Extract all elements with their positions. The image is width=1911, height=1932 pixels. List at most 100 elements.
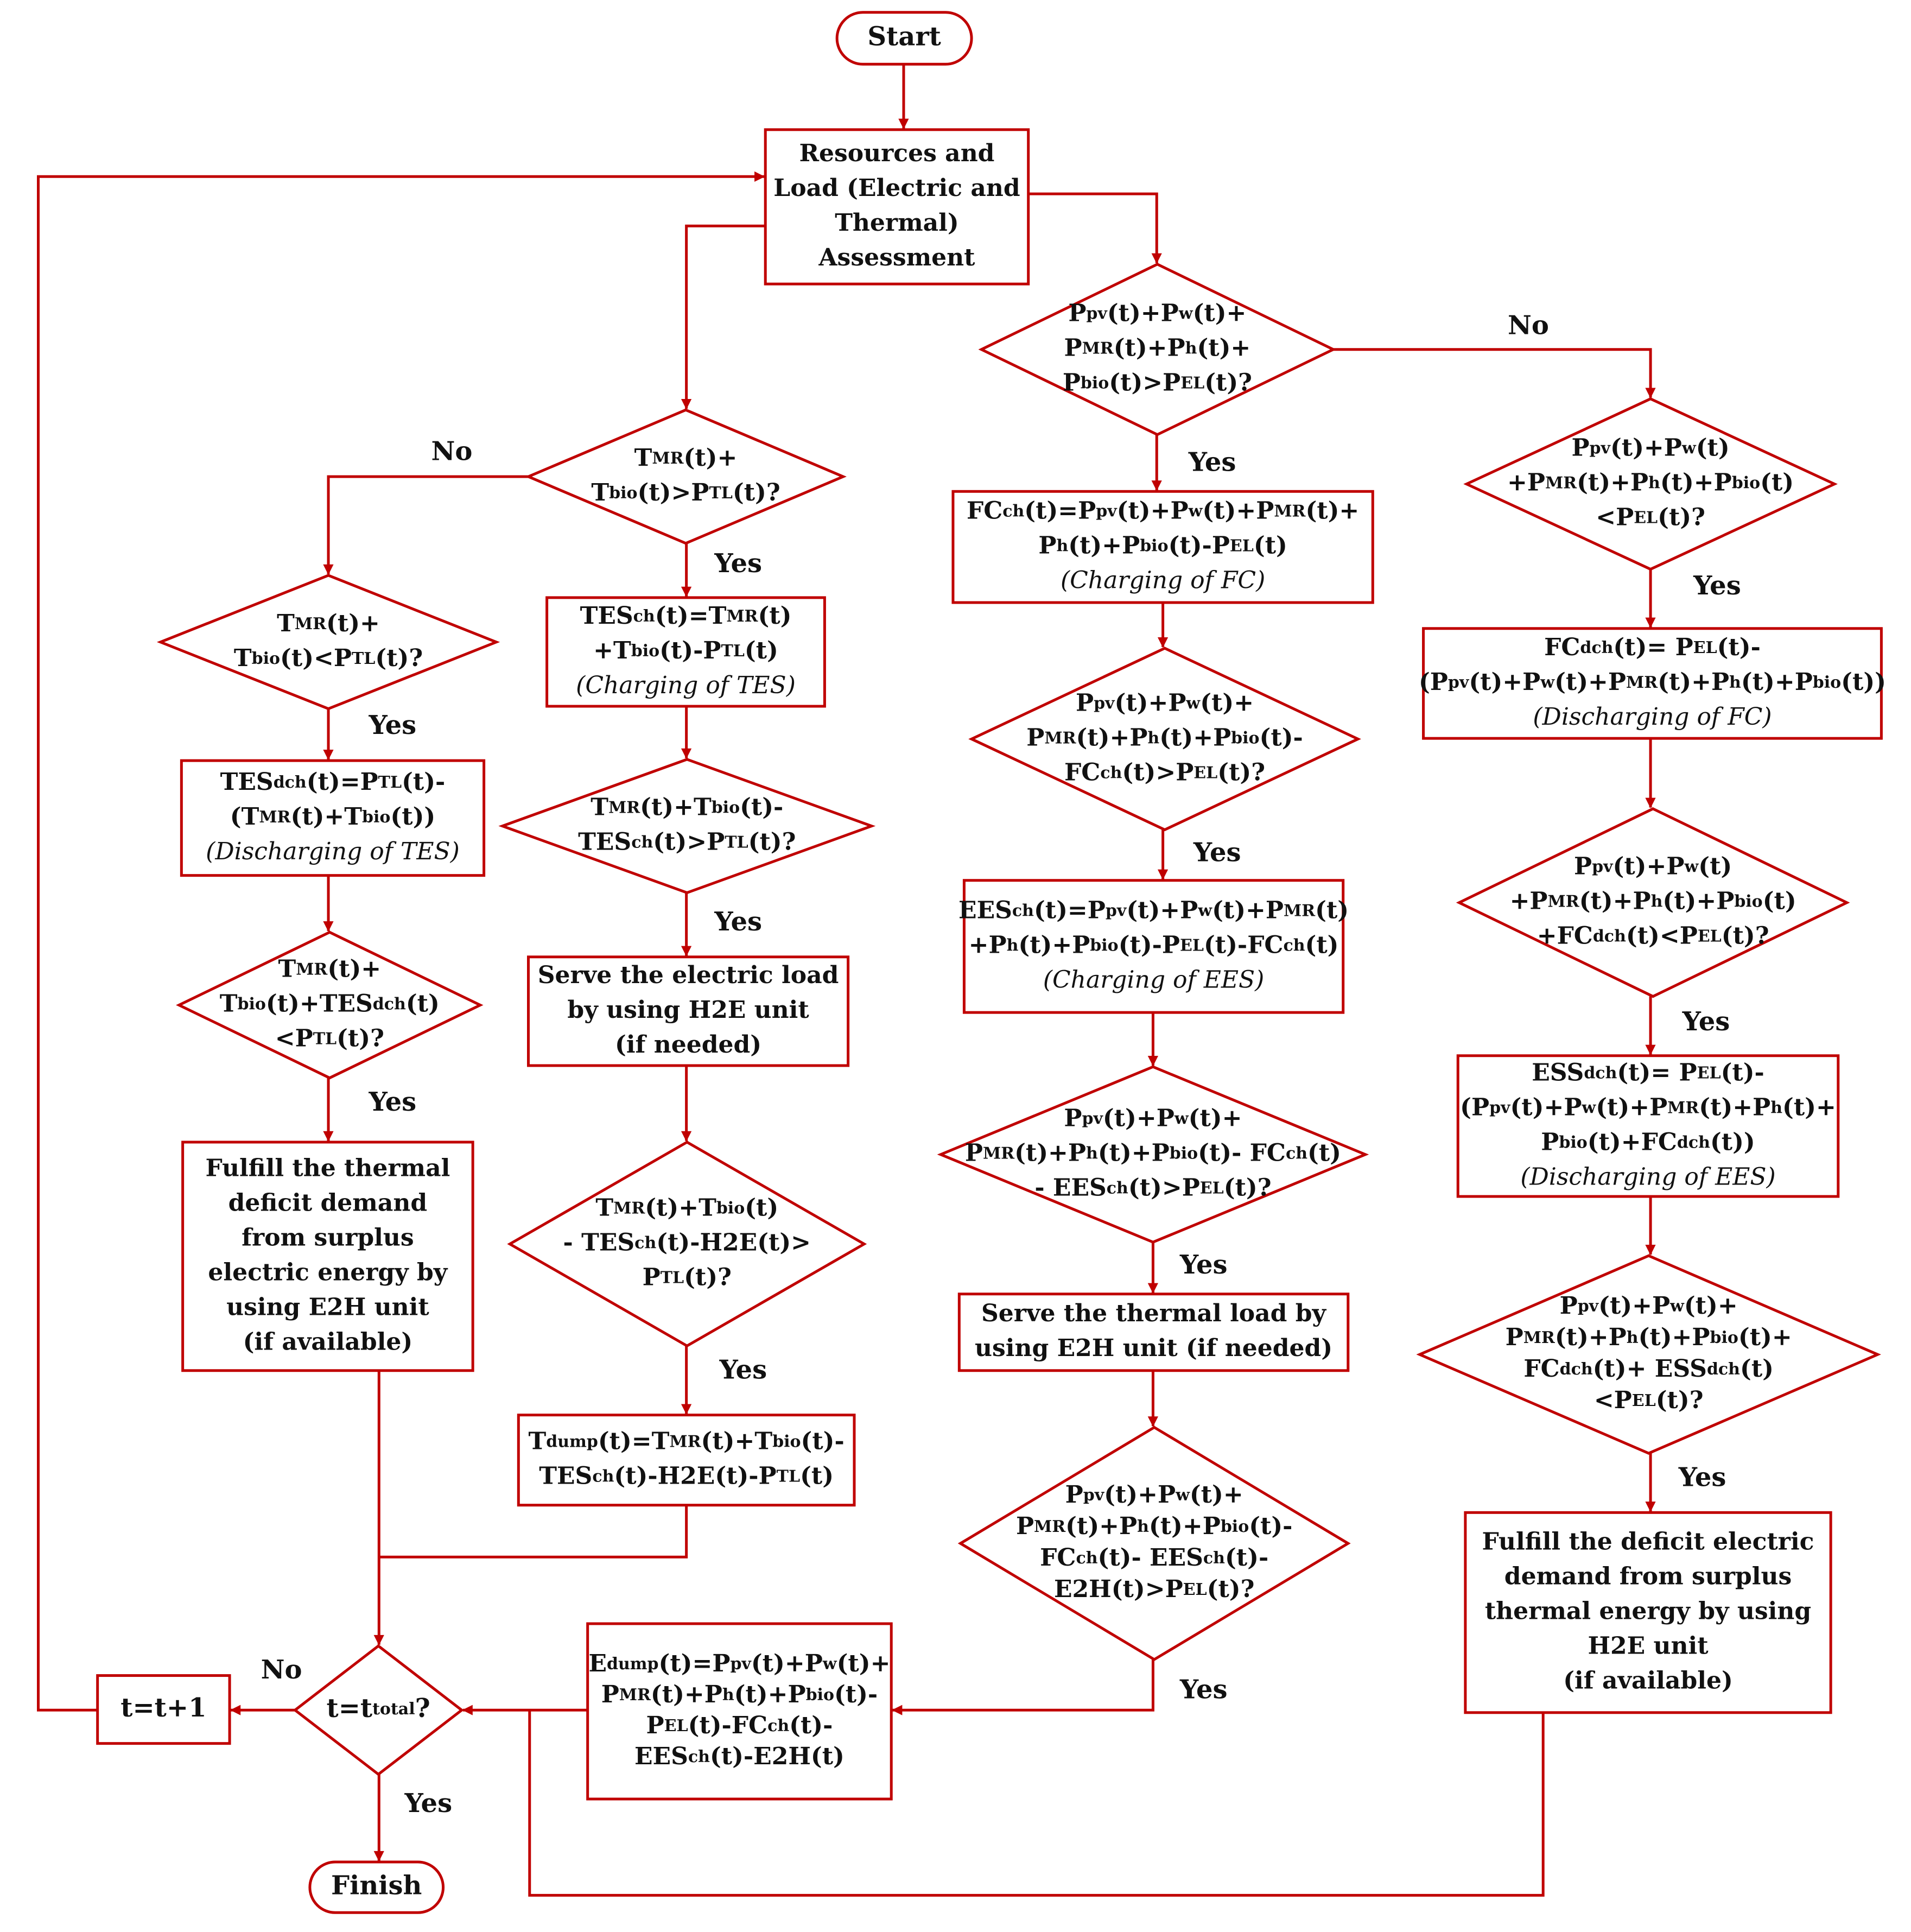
edump-shape	[586, 1622, 893, 1801]
start-terminal: Start	[835, 11, 973, 66]
d-e2h-text-line: Ppv(t)+Pw(t)+	[1065, 1481, 1243, 1509]
d-ees-ch-text-line: - EESch(t)>PEL(t)?	[1034, 1174, 1271, 1201]
d-ess-dch-text-line: Ppv(t)+Pw(t)+	[1560, 1292, 1738, 1320]
d-fc-ch-text-line: FCch(t)>PEL(t)?	[1064, 758, 1265, 786]
d-pgen-gt-text-line: Ppv(t)+Pw(t)+	[1068, 299, 1246, 327]
d-pgen-gt-decision: Ppv(t)+Pw(t)+PMR(t)+Ph(t)+Pbio(t)>PEL(t)…	[978, 262, 1337, 436]
ess-dch-text-line: (Discharging of EES)	[1520, 1163, 1775, 1190]
d-pgen-gt-shape	[978, 262, 1337, 436]
d-pgen-lt-decision: Ppv(t)+Pw(t)+PMR(t)+Ph(t)+Pbio(t)<PEL(t)…	[1463, 397, 1838, 571]
ess-dch-text-line: ESSdch(t)= PEL(t)-	[1532, 1059, 1764, 1086]
start-shape	[835, 11, 973, 66]
fulfill-electric-text-line: H2E unit	[1588, 1632, 1709, 1659]
edge-label-yes-fc-dch: Yes	[1682, 1006, 1730, 1037]
d-tmr-lt-text-line: Tbio(t)<PTL(t)?	[234, 644, 423, 672]
fulfill-electric-text-line: Fulfill the deficit electric	[1482, 1528, 1814, 1555]
tes-dch-text-line: (TMR(t)+Tbio(t))	[230, 802, 435, 830]
edge-label-yes-tmr-lt: Yes	[368, 710, 416, 740]
edge-label-yes-total: Yes	[404, 1788, 452, 1819]
electric-no-branch-connector	[1333, 348, 1656, 398]
d-tes-ch-decision: TMR(t)+Tbio(t)-TESch(t)>PTL(t)?	[498, 758, 876, 895]
d-h2e-shape	[507, 1141, 867, 1348]
ees-ch-text-line: EESch(t)=Ppv(t)+Pw(t)+PMR(t)	[958, 896, 1349, 924]
tes-ch-process: TESch(t)=TMR(t)+Tbio(t)-PTL(t)(Charging …	[545, 596, 826, 708]
d-tes-dch-text-line: <PTL(t)?	[275, 1024, 384, 1052]
assess-to-electric-check-connector	[1028, 192, 1162, 264]
d-tes-dch-text-line: TMR(t)+	[278, 955, 381, 983]
d-fc-dch-decision: Ppv(t)+Pw(t)+PMR(t)+Ph(t)+Pbio(t)+FCdch(…	[1456, 807, 1850, 998]
serve-h2e-shape	[527, 955, 850, 1067]
edge-label-yes-pgen-lt: Yes	[1693, 571, 1741, 601]
fc-ch-text-line: FCch(t)=Ppv(t)+Pw(t)+PMR(t)+	[967, 497, 1359, 524]
edump-process: Edump(t)=Ppv(t)+Pw(t)+PMR(t)+Ph(t)+Pbio(…	[586, 1622, 893, 1801]
edge-label-no-total: No	[261, 1655, 302, 1685]
incr-process: t=t+1	[96, 1674, 231, 1745]
ess-dch-text-line: (Ppv(t)+Pw(t)+PMR(t)+Ph(t)+	[1460, 1093, 1836, 1121]
fulfill-electric-text-line: demand from surplus	[1504, 1562, 1792, 1590]
fc-ch-process: FCch(t)=Ppv(t)+Pw(t)+PMR(t)+Ph(t)+Pbio(t…	[951, 490, 1374, 604]
d-tmr-gt-text-line: Tbio(t)>PTL(t)?	[591, 478, 780, 506]
fc-ch-shape	[951, 490, 1374, 604]
fc-dch-shape	[1422, 627, 1883, 740]
tes-ch-text-line: TESch(t)=TMR(t)	[580, 601, 792, 629]
d-e2h-text-line: E2H(t)>PEL(t)?	[1054, 1575, 1254, 1603]
d-tmr-lt-shape	[156, 574, 500, 711]
edump-text-line: PMR(t)+Ph(t)+Pbio(t)-	[601, 1681, 878, 1708]
edge-label-yes-h2e: Yes	[719, 1355, 767, 1385]
d-ess-dch-decision: Ppv(t)+Pw(t)+PMR(t)+Ph(t)+Pbio(t)+FCdch(…	[1416, 1254, 1881, 1455]
d-fc-dch-text-line: +PMR(t)+Ph(t)+Pbio(t)	[1510, 887, 1796, 915]
fulfill-thermal-text-line: using E2H unit	[226, 1293, 429, 1321]
ees-ch-text-line: +Ph(t)+Pbio(t)-PEL(t)-FCch(t)	[969, 931, 1339, 959]
edge-label-yes-thermal: Yes	[714, 548, 762, 579]
d-fc-ch-shape	[968, 647, 1361, 832]
tes-dch-process: TESdch(t)=PTL(t)-(TMR(t)+Tbio(t))(Discha…	[180, 759, 486, 877]
d-ees-ch-decision: Ppv(t)+Pw(t)+PMR(t)+Ph(t)+Pbio(t)- FCch(…	[937, 1065, 1369, 1244]
tes-dch-shape	[180, 759, 486, 877]
d-h2e-text-line: - TESch(t)-H2E(t)>	[563, 1228, 811, 1256]
tes-ch-text-line: +Tbio(t)-PTL(t)	[593, 636, 778, 664]
d-ess-dch-text-line: FCdch(t)+ ESSdch(t)	[1523, 1355, 1774, 1383]
assess-text-line: Resources and	[799, 139, 994, 167]
d-pgen-gt-text-line: PMR(t)+Ph(t)+	[1064, 334, 1250, 362]
assess-to-thermal-check-connector	[681, 224, 766, 410]
d-fc-ch-text-line: PMR(t)+Ph(t)+Pbio(t)-	[1026, 724, 1303, 751]
d-total-shape	[293, 1644, 464, 1776]
d-h2e-decision: TMR(t)+Tbio(t)- TESch(t)-H2E(t)>PTL(t)?	[507, 1141, 867, 1348]
tdump-process: Tdump(t)=TMR(t)+Tbio(t)-TESch(t)-H2E(t)-…	[517, 1414, 856, 1507]
fulfill-electric-process: Fulfill the deficit electric demand from …	[1464, 1511, 1832, 1714]
d-tes-dch-text-line: Tbio(t)+TESdch(t)	[220, 990, 440, 1017]
d-tmr-gt-decision: TMR(t)+Tbio(t)>PTL(t)?	[525, 408, 847, 545]
serve-e2h-shape	[957, 1293, 1350, 1372]
d-e2h-text-line: PMR(t)+Ph(t)+Pbio(t)-	[1016, 1512, 1293, 1540]
fulfill-thermal-text-line: from surplus	[242, 1224, 414, 1251]
ees-ch-shape	[962, 879, 1345, 1014]
fulfill-thermal-text-line: Fulfill the thermal	[205, 1154, 450, 1182]
edump-text-line: PEL(t)-FCch(t)-	[646, 1712, 833, 1739]
d-ess-dch-shape	[1416, 1254, 1881, 1455]
d-tes-dch-decision: TMR(t)+ Tbio(t)+TESdch(t) <PTL(t)?	[176, 930, 484, 1080]
tes-dch-text-line: (Discharging of TES)	[206, 837, 460, 865]
fc-dch-text-line: (Discharging of FC)	[1533, 702, 1772, 730]
incr-shape	[96, 1674, 231, 1745]
fulfill-electric-shape	[1464, 1511, 1832, 1714]
d-fc-ch-decision: Ppv(t)+Pw(t)+PMR(t)+Ph(t)+Pbio(t)-FCch(t…	[968, 647, 1361, 832]
fulfill-thermal-shape	[181, 1141, 474, 1372]
d-fc-dch-shape	[1456, 807, 1850, 998]
finish-text-line: Finish	[331, 1870, 422, 1901]
edge-labels: NoYesYesYesYesYesNoYesYesYesYesYesYesYes…	[261, 310, 1741, 1819]
fc-ch-text-line: (Charging of FC)	[1061, 566, 1265, 594]
start-text-line: Start	[867, 21, 941, 52]
d-fc-dch-text-line: +FCdch(t)<PEL(t)?	[1537, 922, 1769, 949]
d-h2e-text-line: PTL(t)?	[643, 1263, 732, 1291]
edge-label-yes-fc-ch: Yes	[1193, 837, 1241, 867]
assess-text-line: Load (Electric and	[773, 174, 1020, 201]
tdump-shape	[517, 1414, 856, 1507]
d-e2h-text-line: FCch(t)- EESch(t)-	[1040, 1544, 1268, 1572]
d-total-decision: t=ttotal?	[293, 1644, 464, 1776]
edge-label-yes-tes-dch: Yes	[368, 1087, 416, 1117]
d-pgen-lt-text-line: +PMR(t)+Ph(t)+Pbio(t)	[1507, 468, 1794, 496]
